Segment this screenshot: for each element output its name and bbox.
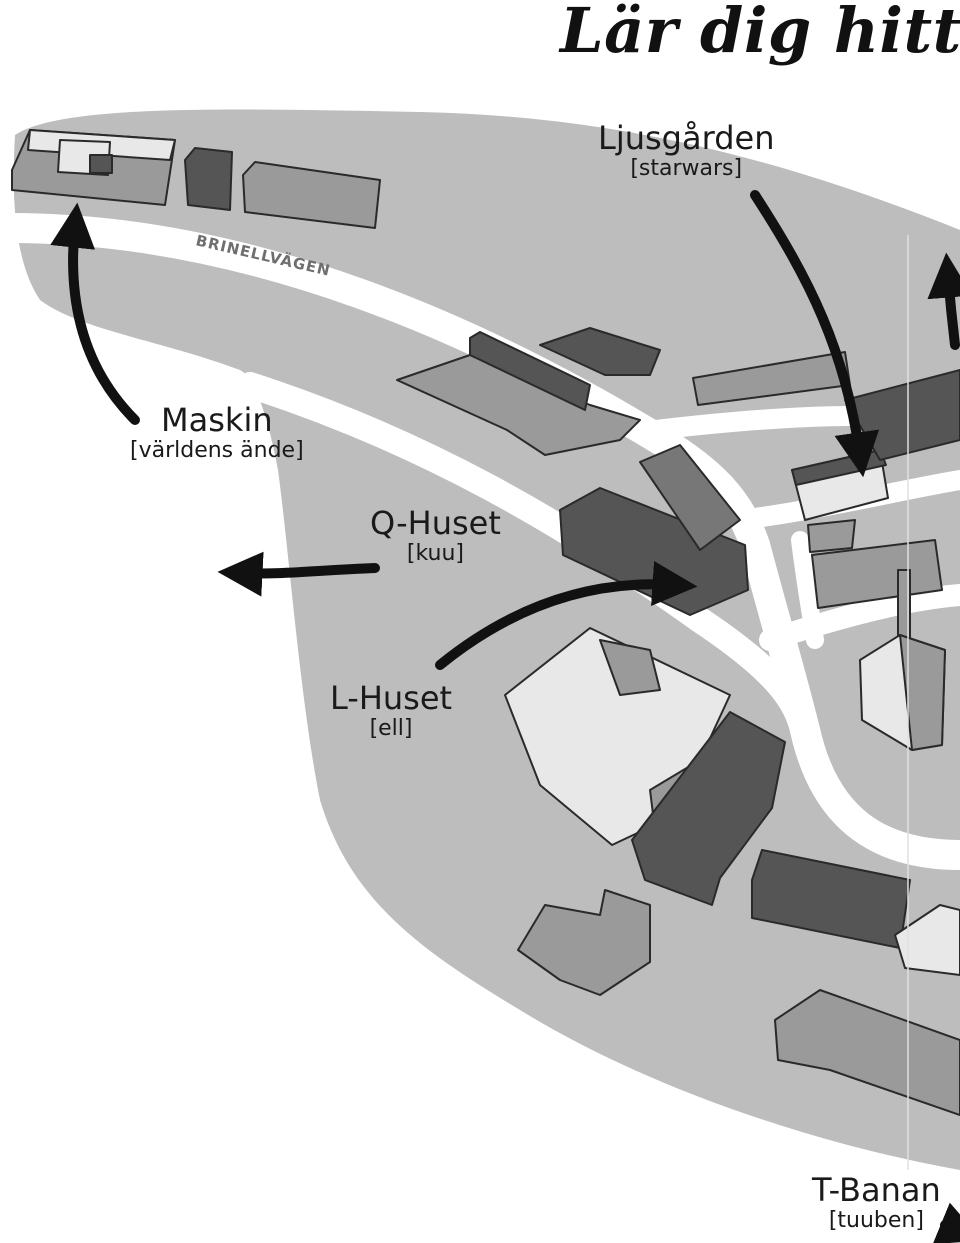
building-maskin bbox=[11, 129, 176, 206]
building-lower-4 bbox=[774, 989, 960, 1116]
arrow-to-ljusgarden bbox=[750, 190, 880, 478]
road-branch-4 bbox=[791, 531, 824, 649]
arrow-from-q-huset bbox=[217, 551, 380, 597]
label-nickname: [kuu] bbox=[406, 541, 464, 566]
arrow-to-q-huset bbox=[435, 561, 698, 670]
road-branch-3 bbox=[759, 584, 960, 651]
label-nickname: [världens ände] bbox=[130, 438, 304, 463]
building-lower-3 bbox=[894, 904, 960, 976]
page-title: Lär dig hitta bbox=[560, 0, 960, 67]
building-middle-top bbox=[539, 327, 661, 376]
building-small-1 bbox=[184, 147, 233, 211]
label-ljusgarden: Ljusgården [starwars] bbox=[598, 120, 774, 182]
label-name: Maskin bbox=[161, 401, 273, 439]
arrows bbox=[50, 190, 960, 1243]
arrow-to-maskin bbox=[50, 202, 140, 425]
label-nickname: [tuuben] bbox=[828, 1208, 924, 1233]
building-middle-long bbox=[469, 331, 591, 411]
building-chimney bbox=[859, 569, 946, 751]
buildings bbox=[11, 129, 960, 1116]
building-small-2 bbox=[242, 161, 381, 229]
label-q-huset: Q-Huset [kuu] bbox=[370, 505, 501, 567]
arrow-top-right bbox=[927, 252, 960, 350]
label-nickname: [ell] bbox=[369, 716, 413, 741]
label-name: Q-Huset bbox=[370, 504, 501, 542]
road-network bbox=[0, 213, 960, 870]
label-maskin: Maskin [världens ände] bbox=[130, 402, 304, 464]
road-brinellvagen bbox=[0, 213, 960, 870]
building-lower-1 bbox=[751, 849, 911, 949]
building-center-1 bbox=[807, 519, 856, 553]
label-l-huset: L-Huset [ell] bbox=[330, 680, 452, 742]
label-name: T-Banan bbox=[812, 1171, 941, 1209]
label-t-banan: T-Banan [tuuben] bbox=[812, 1172, 941, 1234]
arrow-to-t-banan bbox=[932, 1202, 960, 1243]
label-name: L-Huset bbox=[330, 679, 453, 717]
building-q-huset bbox=[559, 444, 749, 616]
label-name: Ljusgården bbox=[598, 119, 775, 157]
building-dark-south bbox=[631, 711, 786, 906]
label-nickname: [starwars] bbox=[630, 156, 743, 181]
building-lower-2 bbox=[517, 889, 651, 996]
